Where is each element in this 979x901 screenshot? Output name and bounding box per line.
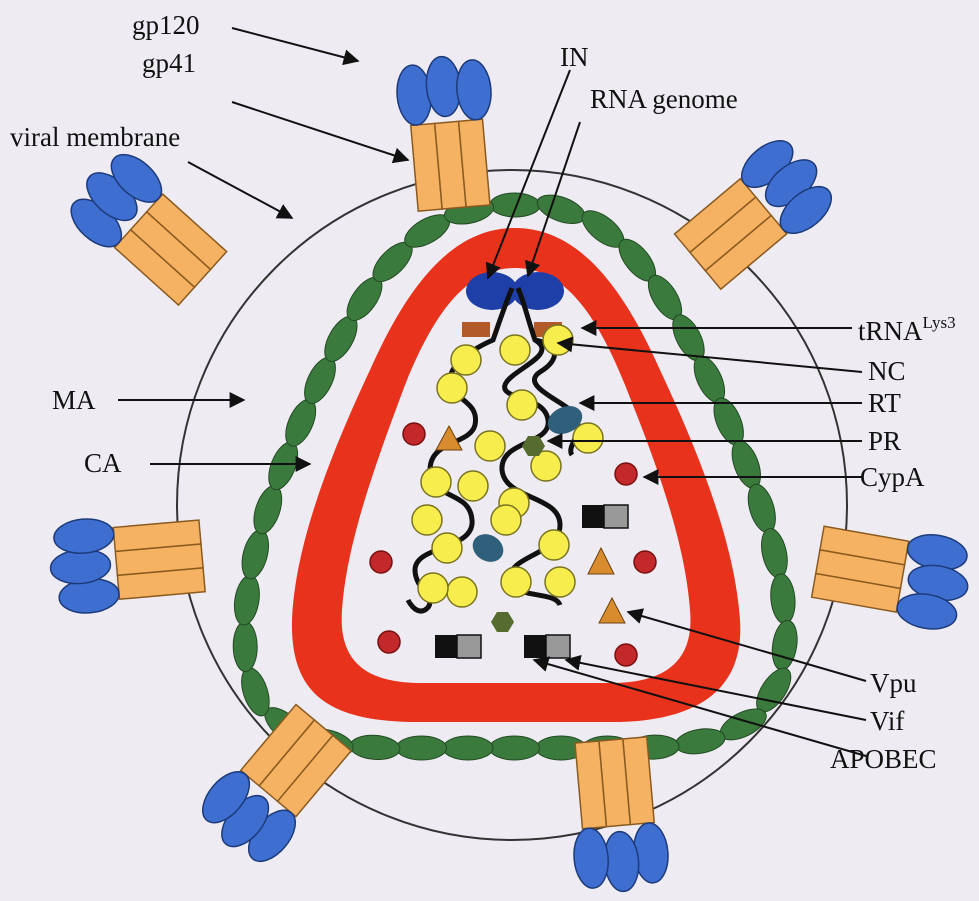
nucleocapsid-icon xyxy=(507,390,537,420)
label-nucleocapsid: NC xyxy=(868,356,906,386)
label-reverse-transcriptase: RT xyxy=(868,388,901,418)
nucleocapsid-icon xyxy=(432,533,462,563)
label-trna-superscript: Lys3 xyxy=(923,313,956,332)
label-viral-membrane: viral membrane xyxy=(10,122,180,152)
matrix-protein-icon xyxy=(726,437,766,492)
matrix-protein-icon xyxy=(769,619,800,672)
cyclophilin-a-icon xyxy=(634,551,656,573)
label-gp120: gp120 xyxy=(132,10,200,40)
nucleocapsid-icon xyxy=(475,431,505,461)
matrix-protein-icon xyxy=(233,621,258,671)
nucleocapsid-icon xyxy=(539,530,569,560)
label-vif: Vif xyxy=(870,706,904,736)
matrix-protein-icon xyxy=(231,574,262,627)
cyclophilin-a-icon xyxy=(370,551,392,573)
vif-apobec-complex xyxy=(435,635,481,658)
nucleocapsid-icon xyxy=(458,471,488,501)
cyclophilin-a-icon xyxy=(615,463,637,485)
label-apobec: APOBEC xyxy=(830,744,937,774)
nucleocapsid-icon xyxy=(573,423,603,453)
nucleocapsid-icon xyxy=(543,325,573,355)
label-capsid: CA xyxy=(84,448,122,478)
matrix-protein-icon xyxy=(757,526,791,580)
nucleocapsid-icon xyxy=(545,567,575,597)
matrix-protein-icon xyxy=(673,725,726,757)
gp120-icon xyxy=(572,827,611,890)
cyclophilin-a-icon xyxy=(378,631,400,653)
matrix-protein-icon xyxy=(280,395,322,450)
label-matrix: MA xyxy=(52,385,96,415)
matrix-protein-icon xyxy=(396,736,446,760)
label-rna-genome: RNA genome xyxy=(590,84,738,114)
nucleocapsid-icon xyxy=(447,577,477,607)
env-spike xyxy=(47,509,207,616)
env-spike xyxy=(394,53,501,213)
matrix-protein-icon xyxy=(743,481,780,536)
label-gp41: gp41 xyxy=(142,48,196,78)
matrix-protein-icon xyxy=(769,573,798,625)
nucleocapsid-icon xyxy=(421,467,451,497)
vif-apobec-complex xyxy=(524,635,570,658)
matrix-protein-icon xyxy=(490,193,540,218)
gp120-icon xyxy=(454,58,493,121)
cyclophilin-a-icon xyxy=(615,644,637,666)
matrix-protein-icon xyxy=(349,734,401,762)
nucleocapsid-icon xyxy=(451,345,481,375)
label-vpu: Vpu xyxy=(870,668,917,698)
matrix-protein-icon xyxy=(533,189,588,229)
matrix-protein-icon xyxy=(490,736,540,760)
trna-icon xyxy=(462,322,490,337)
gp120-icon xyxy=(52,517,115,556)
matrix-protein-icon xyxy=(237,527,273,581)
nucleocapsid-icon xyxy=(491,505,521,535)
env-spike xyxy=(810,515,976,634)
label-integrase: IN xyxy=(560,42,589,72)
label-trna-text: tRNA xyxy=(858,316,923,346)
env-spike xyxy=(667,128,844,298)
nucleocapsid-icon xyxy=(500,335,530,365)
matrix-protein-icon xyxy=(248,482,287,537)
nucleocapsid-icon xyxy=(412,505,442,535)
env-spike xyxy=(564,736,671,896)
nucleocapsid-icon xyxy=(418,573,448,603)
nucleocapsid-icon xyxy=(501,567,531,597)
cyclophilin-a-icon xyxy=(403,423,425,445)
label-protease: PR xyxy=(868,426,901,456)
vif-apobec-complex xyxy=(582,505,628,528)
nucleocapsid-icon xyxy=(437,373,467,403)
env-spike xyxy=(58,142,234,314)
label-trna: tRNALys3 xyxy=(858,313,956,346)
matrix-protein-icon xyxy=(443,736,493,760)
matrix-protein-icon xyxy=(263,438,304,493)
label-cypa: CypA xyxy=(860,462,925,492)
